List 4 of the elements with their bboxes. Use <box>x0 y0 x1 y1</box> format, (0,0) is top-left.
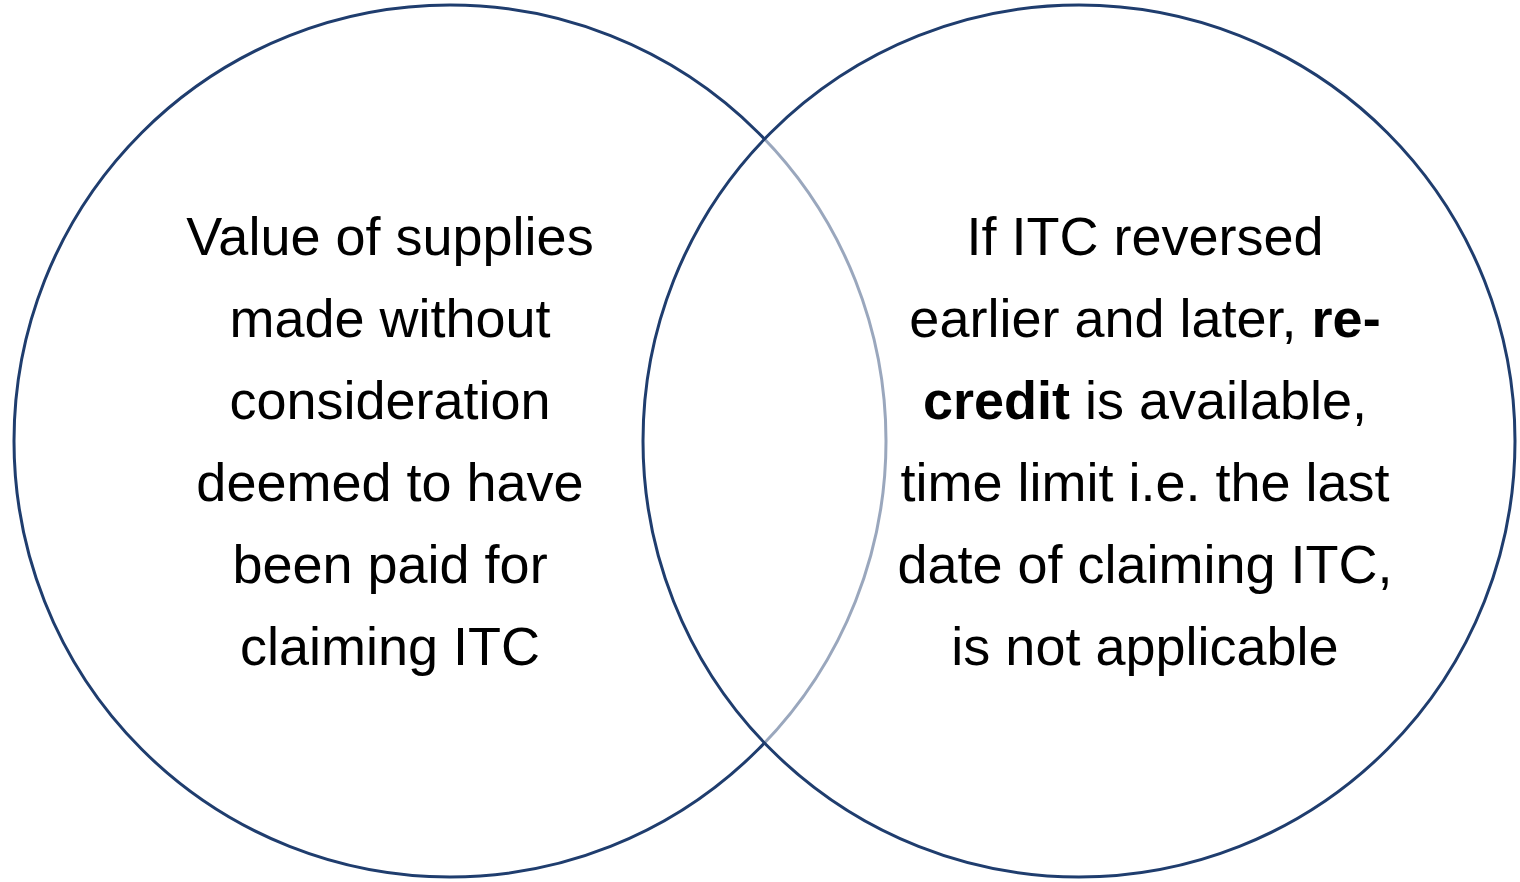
circle-text: Value of supplies made without consideration deemed to have been paid for claiming ITC <box>185 205 595 678</box>
venn-circle <box>641 3 1517 879</box>
circle-text: If ITC reversed earlier and later, re-credit is available, time limit i.e. the last date of claiming ITC, is not applicable <box>896 205 1394 678</box>
venn-circle <box>12 3 888 879</box>
